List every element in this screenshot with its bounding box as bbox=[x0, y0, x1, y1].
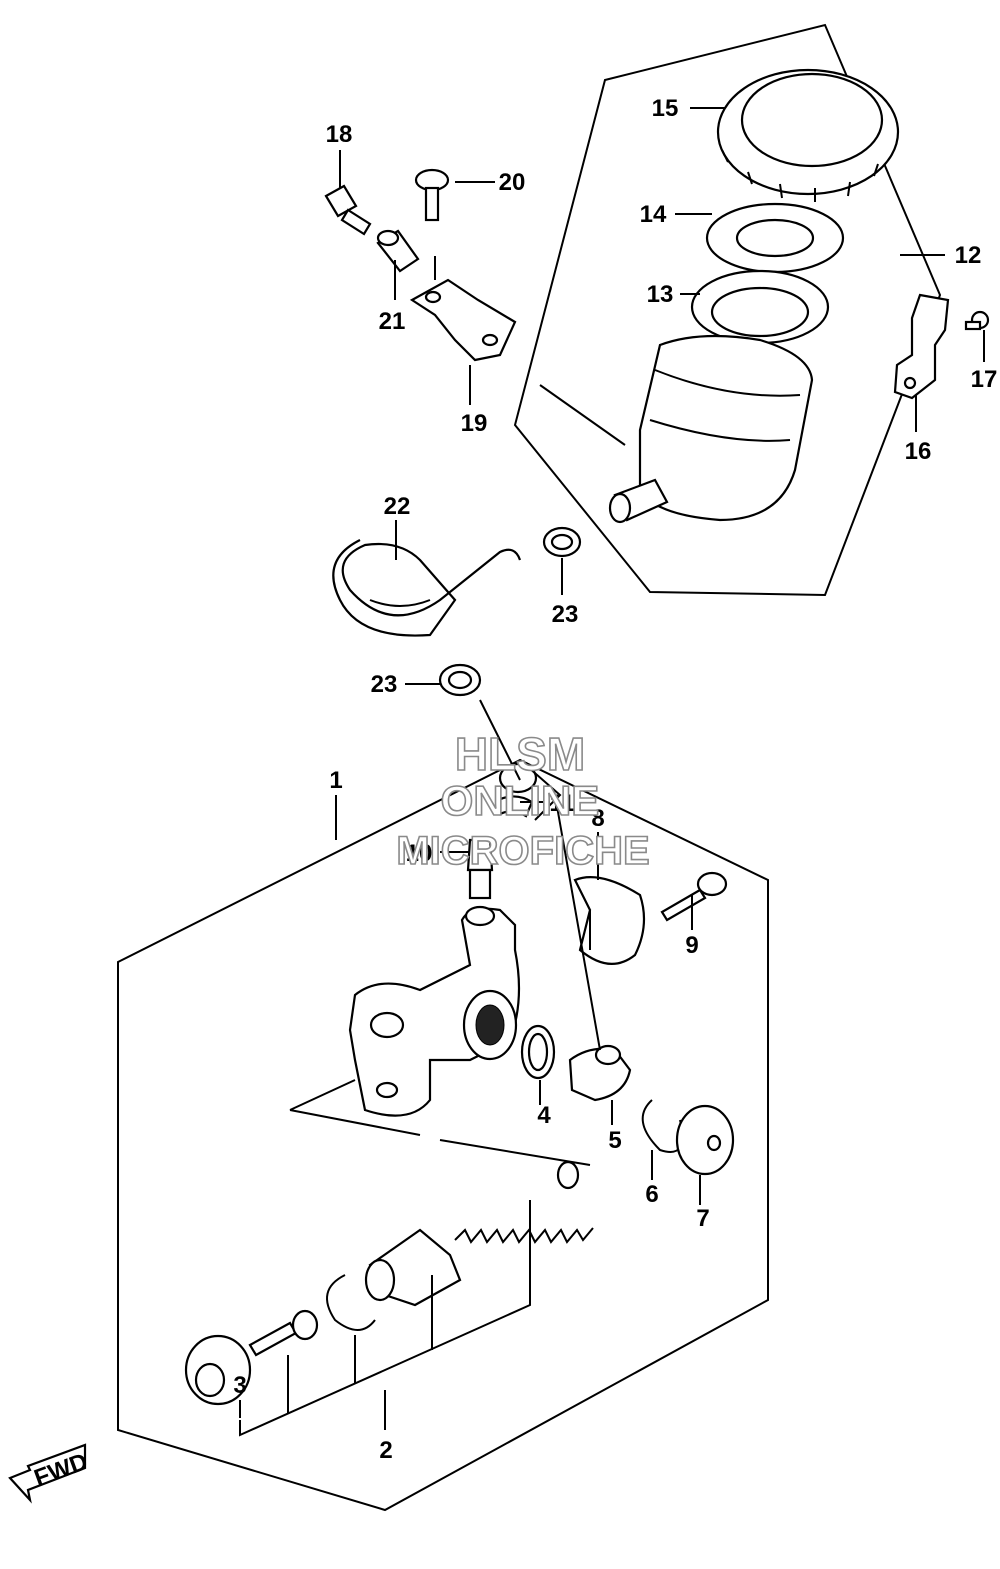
callout-13: 13 bbox=[647, 281, 674, 308]
holder-bolt-part bbox=[660, 871, 728, 922]
callout-11: 11 bbox=[549, 790, 574, 817]
callout-22: 22 bbox=[384, 493, 411, 520]
callout-17: 17 bbox=[971, 366, 998, 393]
reservoir-body-part bbox=[539, 334, 814, 524]
hose-clamp-lower-part bbox=[438, 663, 482, 697]
callout-7: 7 bbox=[696, 1205, 709, 1232]
piston-spring-part bbox=[454, 1160, 594, 1244]
watermark: HLSM ONLINE MICROFICHE bbox=[396, 727, 651, 874]
master-cylinder-body-part bbox=[348, 905, 521, 1117]
callout-16: 16 bbox=[905, 438, 932, 465]
o-ring-part bbox=[520, 1024, 556, 1080]
watermark-line-3: MICROFICHE bbox=[396, 829, 649, 873]
reservoir-cap-part bbox=[716, 68, 900, 202]
watermark-line-1: HLSM bbox=[455, 728, 585, 780]
push-rod-boot-part bbox=[184, 1334, 252, 1406]
callout-14: 14 bbox=[640, 201, 667, 228]
callout-20: 20 bbox=[499, 169, 526, 196]
callout-6: 6 bbox=[645, 1181, 658, 1208]
callout-12: 12 bbox=[955, 242, 982, 269]
hose-clamp-upper-part bbox=[542, 526, 582, 558]
reservoir-hose-part bbox=[332, 539, 522, 637]
forward-direction-arrow: FWD bbox=[8, 1443, 91, 1504]
diaphragm-plate-part bbox=[705, 202, 845, 274]
assembly-guide-lines bbox=[289, 699, 601, 1166]
callout-4: 4 bbox=[537, 1102, 551, 1129]
piston-circlip-part bbox=[326, 1274, 376, 1331]
reservoir-group-outline bbox=[513, 23, 942, 597]
reservoir-connector-part bbox=[568, 1044, 632, 1102]
callout-leaders bbox=[239, 107, 985, 1430]
callout-21: 21 bbox=[379, 308, 406, 335]
bolt-20-part bbox=[414, 168, 450, 222]
diaphragm-part bbox=[690, 269, 830, 345]
callout-5: 5 bbox=[608, 1127, 621, 1154]
kit-bracket-line bbox=[239, 1200, 531, 1437]
callout-15: 15 bbox=[652, 95, 679, 122]
callout-19: 19 bbox=[461, 410, 488, 437]
collar-part bbox=[376, 229, 420, 273]
callout-9: 9 bbox=[685, 932, 698, 959]
piston-part bbox=[364, 1228, 462, 1307]
master-cylinder-holder-part bbox=[573, 876, 646, 965]
callout-2: 2 bbox=[379, 1437, 392, 1464]
callout-18: 18 bbox=[326, 121, 353, 148]
watermark-line-2: ONLINE bbox=[441, 777, 600, 824]
callout-labels: 1 2 3 4 5 6 7 8 9 10 11 12 13 14 15 16 1… bbox=[233, 95, 997, 1464]
bolt-18-part bbox=[324, 184, 372, 236]
callout-3: 3 bbox=[233, 1372, 246, 1399]
callout-23-lower: 23 bbox=[371, 671, 398, 698]
callout-8: 8 bbox=[591, 805, 604, 832]
push-rod-part bbox=[248, 1309, 319, 1357]
reservoir-stay-part bbox=[409, 278, 517, 362]
callout-23-upper: 23 bbox=[552, 601, 579, 628]
callout-1: 1 bbox=[329, 767, 342, 794]
dust-boot-part bbox=[675, 1104, 735, 1176]
bracket-screw-part bbox=[964, 310, 990, 331]
reservoir-bracket-part bbox=[893, 293, 950, 400]
callout-10: 10 bbox=[406, 840, 433, 867]
bleeder-screw-part bbox=[466, 838, 494, 900]
